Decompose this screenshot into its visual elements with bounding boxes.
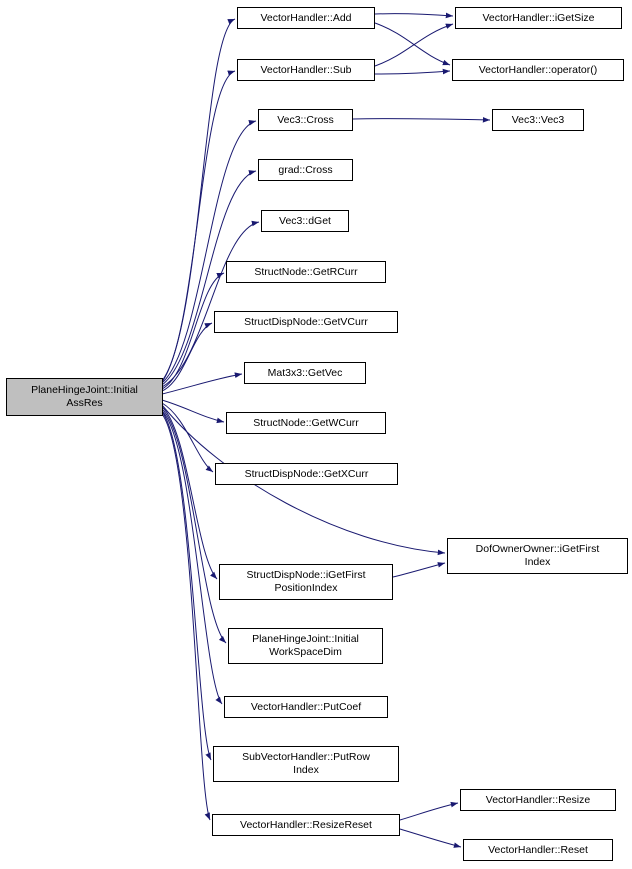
node-vectorhandler-resize[interactable]: VectorHandler::Resize bbox=[460, 789, 616, 811]
node-label: grad::Cross bbox=[278, 163, 333, 176]
node-label: VectorHandler::Reset bbox=[488, 843, 588, 856]
edge-cross-vec3 bbox=[352, 117, 491, 123]
node-label: StructNode::GetWCurr bbox=[253, 416, 359, 429]
edge-resizereset-reset bbox=[399, 828, 462, 848]
node-vectorhandler-putcoef[interactable]: VectorHandler::PutCoef bbox=[224, 696, 388, 718]
edge-root-workspacedim bbox=[161, 408, 227, 644]
node-vectorhandler-add[interactable]: VectorHandler::Add bbox=[237, 7, 375, 29]
node-label-line: Index bbox=[524, 556, 551, 568]
edge-root-getxcurr bbox=[161, 402, 214, 473]
edge-root-getvcurr bbox=[161, 322, 213, 392]
edge-root-vec3-cross bbox=[161, 120, 257, 384]
node-label-line: DofOwnerOwner::iGetFirst bbox=[475, 543, 600, 555]
edge-root-igetfirstpos bbox=[161, 406, 218, 580]
node-label-line: PositionIndex bbox=[274, 582, 338, 594]
node-structdispnode-igetfirstpositionindex[interactable]: StructDispNode::iGetFirst PositionIndex bbox=[219, 564, 393, 600]
node-vectorhandler-resizereset[interactable]: VectorHandler::ResizeReset bbox=[212, 814, 400, 836]
node-label: VectorHandler::Resize bbox=[485, 793, 591, 806]
edge-sub-igetsize bbox=[374, 23, 454, 67]
node-label: StructDispNode::GetXCurr bbox=[244, 467, 369, 480]
node-structnode-getrcurr[interactable]: StructNode::GetRCurr bbox=[226, 261, 386, 283]
node-mat3x3-getvec[interactable]: Mat3x3::GetVec bbox=[244, 362, 366, 384]
node-label: Vec3::Vec3 bbox=[511, 113, 565, 126]
edge-igetfirstpos-igetfirstindex bbox=[392, 562, 446, 578]
node-vectorhandler-igetsize[interactable]: VectorHandler::iGetSize bbox=[455, 7, 622, 29]
node-planehingejoint-initialworkspacedim[interactable]: PlaneHingeJoint::Initial WorkSpaceDim bbox=[228, 628, 383, 664]
node-structdispnode-getxcurr[interactable]: StructDispNode::GetXCurr bbox=[215, 463, 398, 485]
node-label: Vec3::Cross bbox=[277, 113, 334, 126]
edge-root-getvec bbox=[161, 372, 243, 395]
node-label: VectorHandler::Sub bbox=[260, 63, 352, 76]
edge-root-sub bbox=[161, 70, 236, 383]
node-grad-cross[interactable]: grad::Cross bbox=[258, 159, 353, 181]
node-label-line: PlaneHingeJoint::Initial bbox=[252, 633, 359, 645]
node-label: VectorHandler::operator() bbox=[478, 63, 598, 76]
node-label: Mat3x3::GetVec bbox=[267, 366, 343, 379]
node-vec3-cross[interactable]: Vec3::Cross bbox=[258, 109, 353, 131]
node-vectorhandler-sub[interactable]: VectorHandler::Sub bbox=[237, 59, 375, 81]
node-structdispnode-getvcurr[interactable]: StructDispNode::GetVCurr bbox=[214, 311, 398, 333]
node-label: VectorHandler::iGetSize bbox=[482, 11, 595, 24]
node-vec3-vec3[interactable]: Vec3::Vec3 bbox=[492, 109, 584, 131]
edge-root-igetfirstindex bbox=[161, 404, 446, 556]
node-label: VectorHandler::Add bbox=[260, 11, 352, 24]
node-label-line: WorkSpaceDim bbox=[269, 646, 342, 658]
edge-add-igetsize bbox=[374, 12, 454, 19]
node-label: StructNode::GetRCurr bbox=[254, 265, 358, 278]
node-label: VectorHandler::ResizeReset bbox=[240, 818, 372, 831]
node-label-line: SubVectorHandler::PutRow bbox=[242, 751, 370, 763]
node-label-line: StructDispNode::iGetFirst bbox=[246, 569, 366, 581]
node-vec3-dget[interactable]: Vec3::dGet bbox=[261, 210, 349, 232]
node-label-line: PlaneHingeJoint::Initial bbox=[31, 384, 138, 396]
node-label-line: AssRes bbox=[66, 397, 103, 409]
edge-root-getwcurr bbox=[161, 399, 225, 424]
node-vectorhandler-reset[interactable]: VectorHandler::Reset bbox=[463, 839, 613, 861]
edge-root-getrcurr bbox=[161, 272, 225, 390]
edge-root-putrowindex bbox=[161, 411, 212, 761]
node-label: Vec3::dGet bbox=[279, 214, 331, 227]
edge-root-putcoef bbox=[161, 410, 223, 705]
node-subvectorhandler-putrowindex[interactable]: SubVectorHandler::PutRow Index bbox=[213, 746, 399, 782]
node-label-line: Index bbox=[293, 764, 319, 776]
node-structnode-getwcurr[interactable]: StructNode::GetWCurr bbox=[226, 412, 386, 434]
node-vectorhandler-operator[interactable]: VectorHandler::operator() bbox=[452, 59, 624, 81]
edge-sub-operator bbox=[374, 68, 451, 75]
node-dofownerowner-igetfirstindex[interactable]: DofOwnerOwner::iGetFirst Index bbox=[447, 538, 628, 574]
edge-root-resizereset bbox=[161, 413, 211, 821]
node-label: StructDispNode::GetVCurr bbox=[244, 315, 368, 328]
node-label: VectorHandler::PutCoef bbox=[250, 700, 362, 713]
edge-root-grad-cross bbox=[161, 170, 257, 386]
edge-resizereset-resize bbox=[399, 801, 459, 821]
node-planehingejoint-initialassres[interactable]: PlaneHingeJoint::Initial AssRes bbox=[6, 378, 163, 416]
